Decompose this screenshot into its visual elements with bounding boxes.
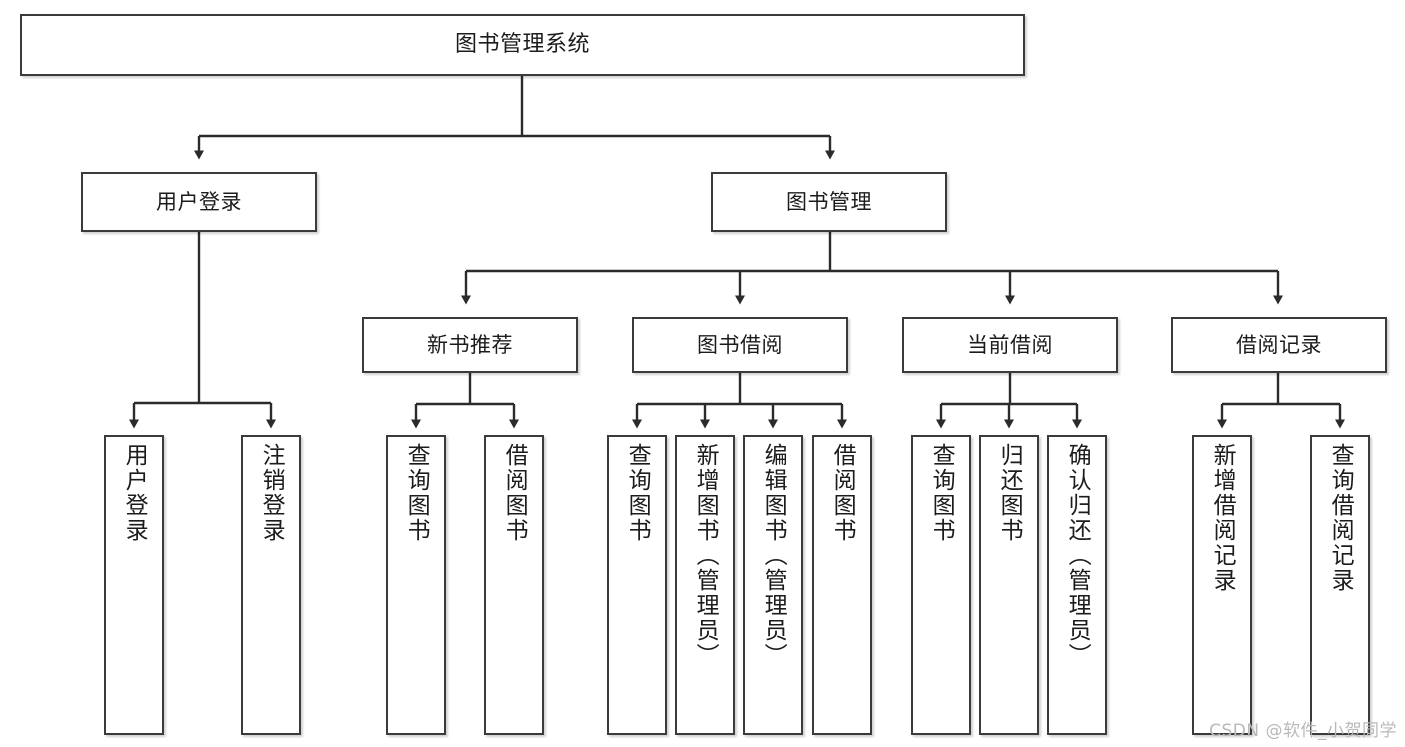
node-new-book-recommend[interactable]: 新书推荐 <box>362 317 578 373</box>
node-label-book-borrow: 图书借阅 <box>697 332 783 357</box>
node-label-borrow-record: 借阅记录 <box>1236 332 1322 357</box>
leaf-label-borrow-book-recommend: 借阅图书 <box>501 443 528 543</box>
leaf-label-query-book-recommend: 查询图书 <box>403 443 430 543</box>
leaf-add-borrow-record[interactable]: 新增借阅记录 <box>1192 435 1252 735</box>
leaf-label-return-book: 归还图书 <box>996 443 1023 543</box>
leaf-label-query-book-current: 查询图书 <box>928 443 955 543</box>
node-label-new-book-recommend: 新书推荐 <box>427 332 513 357</box>
leaf-label-user-login: 用户登录 <box>121 443 148 543</box>
leaf-query-book-borrow[interactable]: 查询图书 <box>607 435 667 735</box>
node-label-user-login: 用户登录 <box>156 189 242 214</box>
node-label-current-borrow: 当前借阅 <box>967 332 1053 357</box>
leaf-query-book-recommend[interactable]: 查询图书 <box>386 435 446 735</box>
leaf-label-add-book: 新增图书（管理员） <box>692 443 719 668</box>
node-book-management-system[interactable]: 图书管理系统 <box>20 14 1025 76</box>
node-book-management[interactable]: 图书管理 <box>711 172 947 232</box>
node-book-borrow[interactable]: 图书借阅 <box>632 317 848 373</box>
leaf-add-book[interactable]: 新增图书（管理员） <box>675 435 735 735</box>
leaf-label-query-book-borrow: 查询图书 <box>624 443 651 543</box>
leaf-label-edit-book: 编辑图书（管理员） <box>760 443 787 668</box>
node-label-root: 图书管理系统 <box>454 32 590 58</box>
leaf-label-add-borrow-record: 新增借阅记录 <box>1209 443 1236 593</box>
node-current-borrow[interactable]: 当前借阅 <box>902 317 1118 373</box>
leaf-label-query-borrow-record: 查询借阅记录 <box>1327 443 1354 593</box>
leaf-return-book[interactable]: 归还图书 <box>979 435 1039 735</box>
leaf-label-borrow-book: 借阅图书 <box>829 443 856 543</box>
leaf-confirm-return[interactable]: 确认归还（管理员） <box>1047 435 1107 735</box>
node-user-login[interactable]: 用户登录 <box>81 172 317 232</box>
csdn-watermark: CSDN @软件_小贺同学 <box>1209 721 1397 741</box>
leaf-label-confirm-return: 确认归还（管理员） <box>1064 443 1091 668</box>
node-label-book-management: 图书管理 <box>786 189 872 214</box>
leaf-user-login[interactable]: 用户登录 <box>104 435 164 735</box>
leaf-borrow-book-recommend[interactable]: 借阅图书 <box>484 435 544 735</box>
leaf-user-logout[interactable]: 注销登录 <box>241 435 301 735</box>
leaf-label-user-logout: 注销登录 <box>258 443 285 543</box>
leaf-query-book-current[interactable]: 查询图书 <box>911 435 971 735</box>
leaf-edit-book[interactable]: 编辑图书（管理员） <box>743 435 803 735</box>
leaf-borrow-book[interactable]: 借阅图书 <box>812 435 872 735</box>
node-borrow-record[interactable]: 借阅记录 <box>1171 317 1387 373</box>
leaf-query-borrow-record[interactable]: 查询借阅记录 <box>1310 435 1370 735</box>
